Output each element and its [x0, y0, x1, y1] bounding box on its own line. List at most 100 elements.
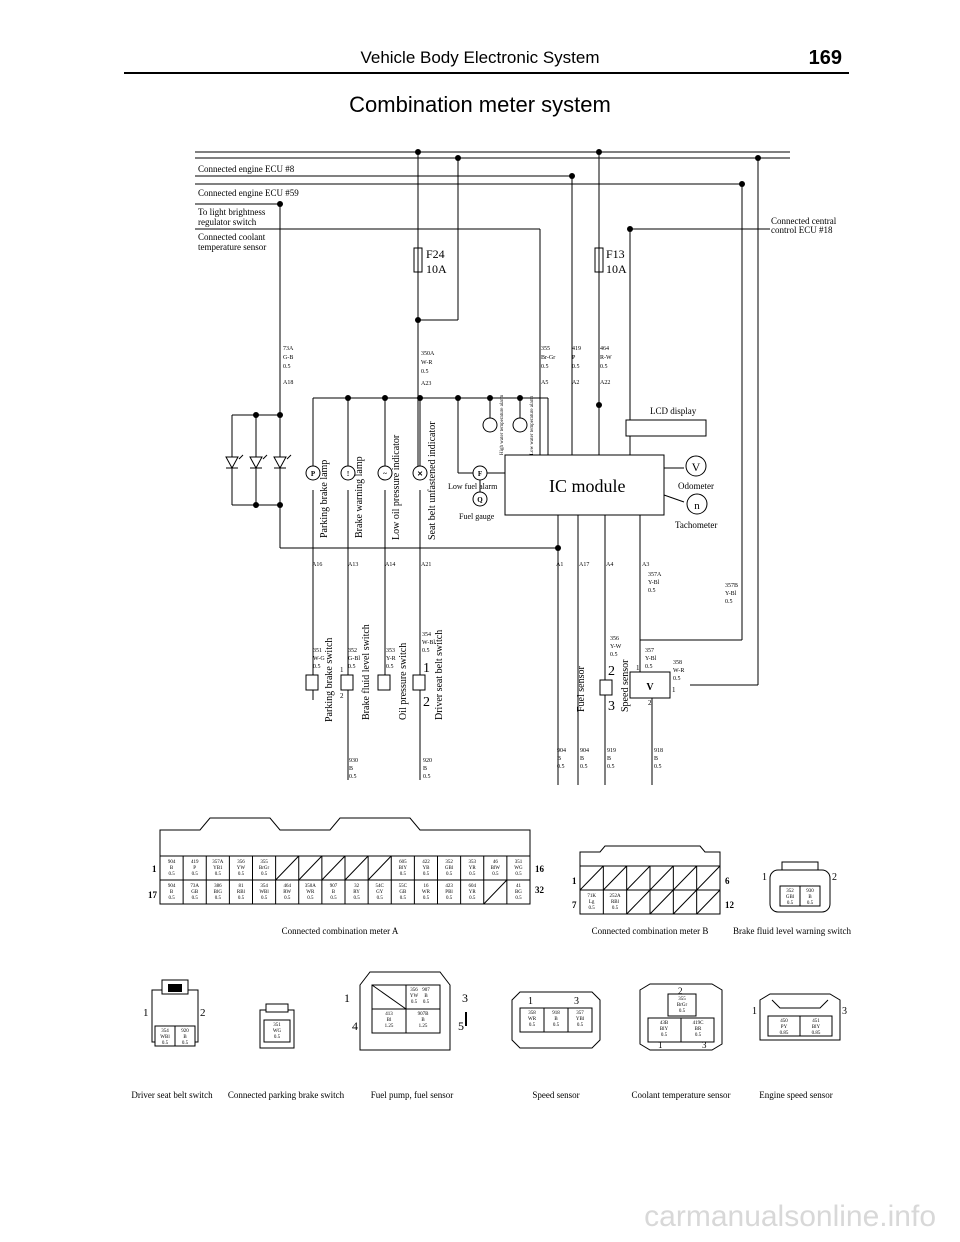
pin-wire-code: WG	[514, 866, 523, 871]
pin-wire-code: RY	[353, 890, 360, 895]
label-fuel-gauge: Fuel gauge	[459, 512, 495, 521]
svg-text:0.5: 0.5	[349, 774, 357, 780]
pin-wire-code: 352	[786, 889, 794, 894]
pin-wire-code: 0.5	[284, 896, 291, 901]
pin-wire-code: 0.5	[469, 896, 476, 901]
svg-text:Y-Bl: Y-Bl	[648, 580, 660, 586]
pin-wire-code: 0.5	[400, 872, 407, 877]
pin-wire-code: 252A	[609, 894, 621, 899]
pin-wire-code: GBl	[786, 895, 795, 900]
svg-text:919: 919	[607, 748, 616, 754]
empty-pin	[696, 889, 721, 915]
backlight-leds	[225, 454, 292, 470]
svg-text:!: !	[347, 470, 349, 478]
svg-text:A23: A23	[421, 381, 431, 387]
empty-pin	[321, 855, 346, 881]
pin-wire-code: YW	[410, 994, 419, 999]
svg-text:12: 12	[725, 900, 735, 910]
pin-wire-code: B	[183, 1035, 187, 1040]
svg-text:0.5: 0.5	[541, 364, 549, 370]
parking-brake-switch-icon	[305, 674, 319, 691]
fuel-sensor-icon	[599, 679, 613, 696]
page-number: 169	[808, 47, 842, 69]
low-temp-lamp-icon	[512, 417, 528, 433]
svg-text:B: B	[423, 766, 427, 772]
pin-wire-code: B	[170, 890, 174, 895]
pin-wire-code: YW	[237, 866, 246, 871]
svg-text:A17: A17	[579, 562, 589, 568]
svg-text:0.5: 0.5	[645, 664, 653, 670]
svg-text:0.5: 0.5	[283, 364, 291, 370]
svg-text:0.5: 0.5	[725, 599, 733, 605]
pin-wire-code: 0.5	[807, 901, 814, 906]
svg-text:A4: A4	[606, 562, 613, 568]
label-oil-indicator: Low oil pressure indicator	[391, 434, 402, 540]
svg-text:17: 17	[148, 890, 158, 900]
pin-wire-code: 0.5	[192, 872, 199, 877]
svg-text:2: 2	[200, 1007, 206, 1019]
svg-text:0.5: 0.5	[421, 369, 429, 375]
svg-text:G-B: G-B	[283, 355, 293, 361]
svg-text:B: B	[557, 756, 561, 762]
svg-text:Y-W: Y-W	[610, 644, 622, 650]
pin-wire-code: WR	[528, 1017, 537, 1022]
pin-wire-code: 355	[678, 997, 686, 1002]
pin-wire-code: 1.25	[419, 1024, 428, 1029]
label-low-temp: Low water temperature alarm	[530, 396, 535, 455]
pin-wire-code: GY	[376, 890, 384, 895]
fuse-f24-rating: 10A	[426, 262, 447, 276]
pin-wire-code: BlW	[491, 866, 501, 871]
brake-fluid-label: Brake fluid level warning switch	[733, 926, 851, 936]
label-seatbelt-indicator: Seat belt unfastened indicator	[427, 421, 438, 540]
svg-text:0.5: 0.5	[607, 764, 615, 770]
pin-wire-code: 920	[181, 1029, 189, 1034]
pin-wire-code: B	[424, 994, 428, 999]
pin-wire-code: WBl	[160, 1035, 170, 1040]
pin-wire-code: 0.5	[553, 1023, 560, 1028]
pin-wire-code: YR	[469, 890, 477, 895]
svg-text:419: 419	[572, 346, 581, 352]
label-ecu8: Connected engine ECU #8	[198, 164, 295, 174]
svg-text:1: 1	[152, 864, 157, 874]
svg-text:A16: A16	[312, 562, 322, 568]
svg-text:1: 1	[636, 664, 640, 672]
ic-module: IC module LCD display V Odometer n Tacho…	[504, 406, 717, 530]
parking-brake-lamp-icon	[305, 465, 321, 481]
meter-a-label: Connected combination meter A	[282, 926, 399, 936]
pin-wire-code: YR	[469, 866, 477, 871]
pin-wire-code: 918	[552, 1011, 560, 1016]
svg-text:R-W: R-W	[600, 355, 612, 361]
empty-pin	[672, 865, 698, 891]
pin-wire-code: 43B	[660, 1021, 669, 1026]
label-brakefluid-switch: Brake fluid level switch	[361, 624, 372, 720]
lcd-display-label: LCD display	[650, 406, 697, 416]
fuse-f13-rating: 10A	[606, 262, 627, 276]
pin-wire-code: B	[332, 890, 336, 895]
svg-text:A18: A18	[283, 380, 293, 386]
svg-text:n: n	[694, 500, 700, 512]
pin-wire-code: 0.5	[446, 896, 453, 901]
svg-text:0.5: 0.5	[580, 764, 588, 770]
pin-wire-code: Lg	[589, 900, 595, 905]
empty-pin	[626, 889, 651, 915]
pin-wire-code: 0.5	[377, 896, 384, 901]
speed-sensor-label: Speed sensor	[532, 1090, 579, 1100]
pin-wire-code: 0.5	[695, 1033, 702, 1038]
pin-wire-code: 32	[354, 884, 360, 889]
svg-text:904: 904	[557, 748, 566, 754]
junction-dots	[253, 149, 761, 551]
label-brake-lamp: Brake warning lamp	[354, 456, 365, 538]
svg-text:32: 32	[535, 885, 545, 895]
svg-text:W-G: W-G	[313, 656, 325, 662]
pin-wire-code: 41	[516, 884, 522, 889]
